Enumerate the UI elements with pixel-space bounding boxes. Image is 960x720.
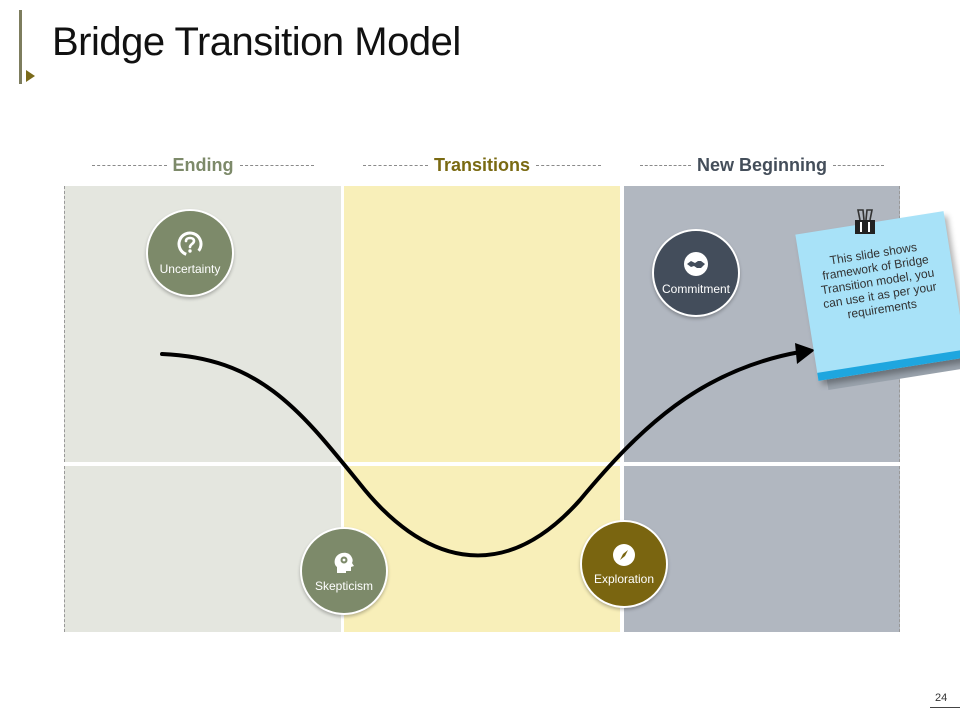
grid-cell-transitions-top <box>344 186 620 462</box>
header-dash-right <box>833 164 884 166</box>
grid-cell-ending-bottom <box>64 466 341 632</box>
column-label-ending: Ending <box>172 154 234 175</box>
column-header-transitions: Transitions <box>357 152 607 178</box>
compass-icon <box>611 542 637 568</box>
column-header-new-beginning: New Beginning <box>634 152 890 178</box>
binder-clip-icon <box>855 209 875 234</box>
stage-label: Uncertainty <box>159 262 221 276</box>
grid-cell-new-beginning-bottom <box>624 466 900 632</box>
header-dash-left <box>92 164 167 166</box>
title-triangle-icon <box>26 70 35 82</box>
stage-label: Exploration <box>593 572 655 586</box>
slide-title: Bridge Transition Model <box>52 20 461 64</box>
page-number: 24 <box>935 692 948 704</box>
handshake-icon <box>682 250 710 278</box>
column-header-ending: Ending <box>86 152 320 178</box>
head-gears-icon <box>331 549 357 575</box>
header-dash-left <box>640 164 691 166</box>
header-dash-right <box>239 164 314 166</box>
stage-label: Commitment <box>661 282 730 296</box>
header-dash-right <box>536 164 601 166</box>
grid-cell-transitions-bottom <box>344 466 620 632</box>
page-number-underline <box>930 707 960 708</box>
sticky-note-text: This slide shows framework of Bridge Tra… <box>820 239 938 322</box>
title-accent-bar <box>19 10 22 84</box>
stage-label: Skepticism <box>314 579 373 593</box>
stage-circle-skepticism: Skepticism <box>300 527 388 615</box>
header-dash-left <box>363 164 428 166</box>
stage-circle-uncertainty: Uncertainty <box>146 209 234 297</box>
column-label-transitions: Transitions <box>433 154 531 175</box>
stage-circle-exploration: Exploration <box>580 520 668 608</box>
stage-circle-commitment: Commitment <box>652 229 740 317</box>
question-mark-icon <box>176 230 204 258</box>
column-label-new-beginning: New Beginning <box>697 154 827 175</box>
